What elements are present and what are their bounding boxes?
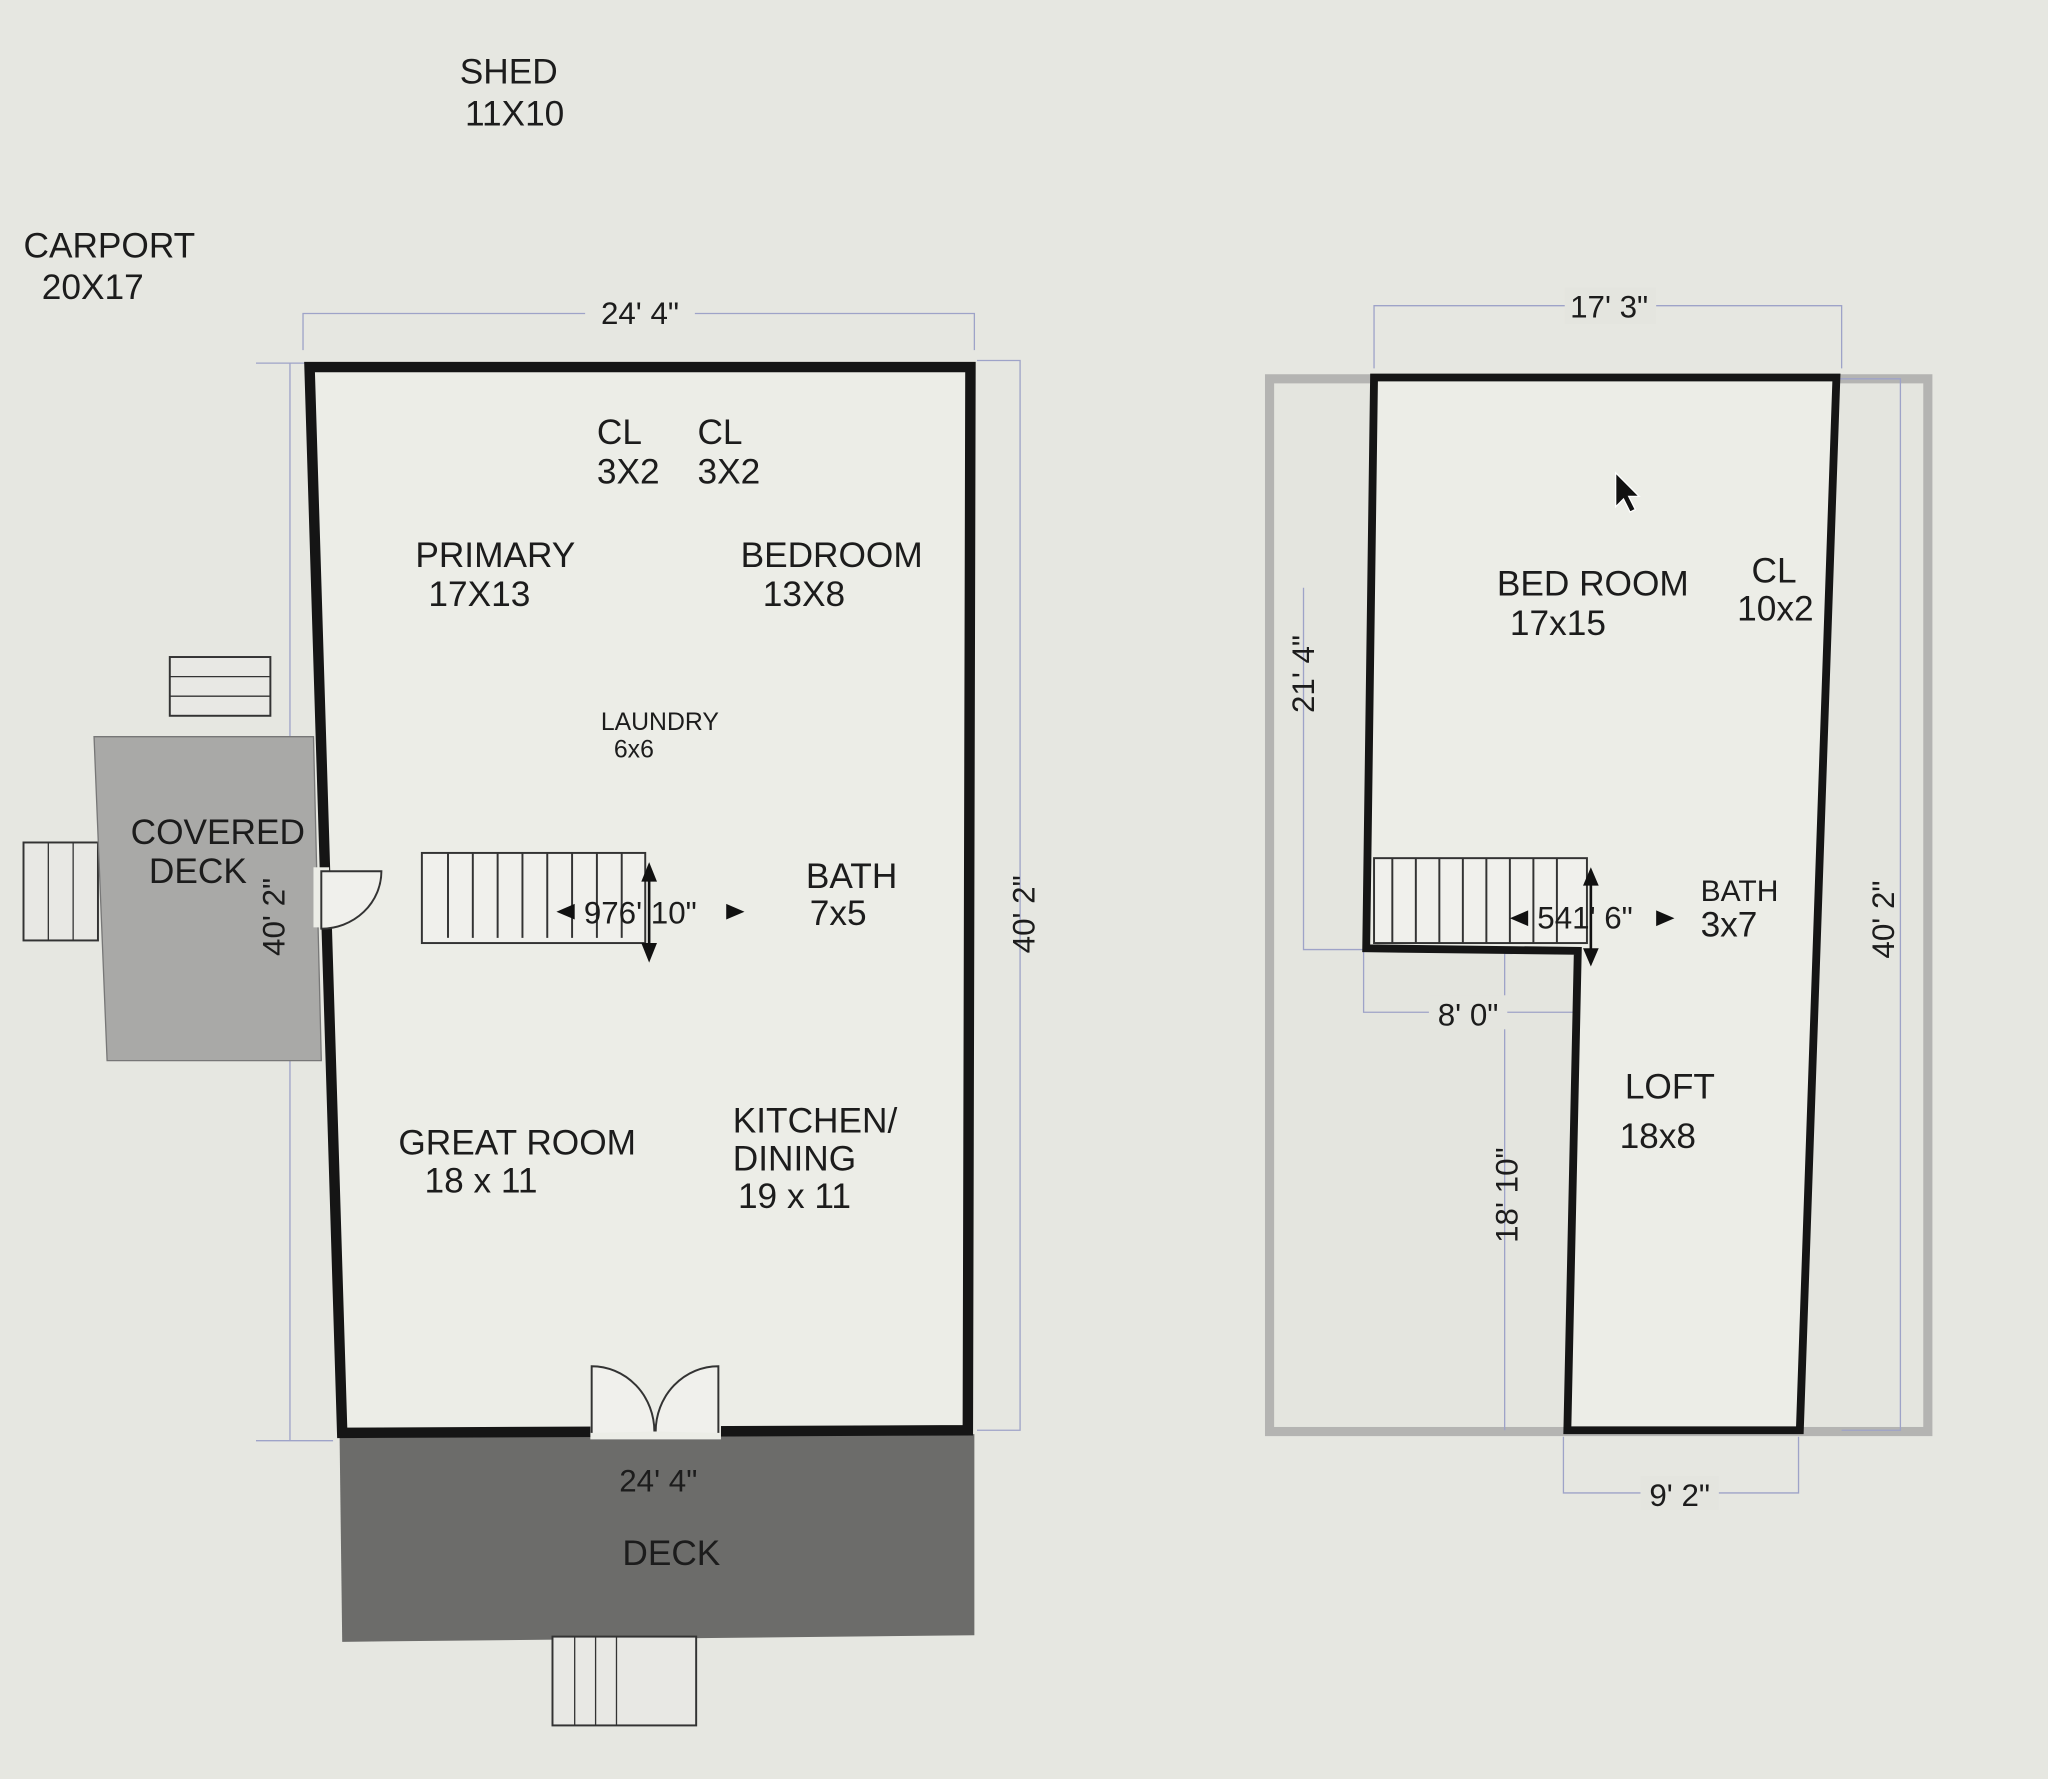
upper-step-dimension: 8' 0"	[1438, 997, 1499, 1032]
main-top-dimension: 24' 4"	[601, 296, 679, 331]
upper-floor-walls	[1362, 373, 1841, 1435]
bath-name: BATH	[806, 857, 897, 896]
carport-size: 20X17	[42, 268, 144, 307]
main-room-labels: CL 3X2 CL 3X2 PRIMARY 17X13 BEDROOM 13X8…	[398, 413, 922, 1216]
deck	[339, 1434, 975, 1642]
upper-bottom-dimension: 9' 2"	[1649, 1478, 1710, 1513]
shed-size: 11X10	[465, 94, 564, 133]
side-door[interactable]	[313, 867, 383, 930]
closet-2-name: CL	[697, 413, 742, 452]
kitchen-size: 19 x 11	[738, 1177, 851, 1216]
laundry-size: 6x6	[614, 737, 654, 764]
covered-deck-steps-left	[22, 841, 99, 942]
bed-room-size: 17x15	[1510, 604, 1606, 643]
upper-room-labels: BED ROOM 17x15 CL 10x2 BATH 3x7 LOFT 18x…	[1497, 552, 1814, 1157]
great-room-name: GREAT ROOM	[398, 1124, 636, 1163]
bath-size: 7x5	[810, 894, 867, 933]
bedroom-size: 13X8	[763, 575, 845, 614]
laundry-name: LAUNDRY	[601, 709, 719, 736]
loft-name: LOFT	[1625, 1067, 1715, 1106]
upper-top-dimension: 17' 3"	[1570, 289, 1648, 324]
main-stairs	[420, 851, 647, 945]
deck-width-dimension: 24' 4"	[619, 1464, 697, 1499]
closet-upper-name: CL	[1752, 552, 1797, 591]
covered-deck-label-1: COVERED	[131, 813, 305, 852]
closet-2-size: 3X2	[697, 452, 760, 491]
bed-room-name: BED ROOM	[1497, 565, 1689, 604]
loft-size: 18x8	[1620, 1117, 1696, 1156]
main-right-dimension: 40' 2"	[1006, 875, 1041, 953]
bedroom-name: BEDROOM	[741, 536, 923, 575]
shed-label: SHED 11X10	[460, 53, 565, 134]
main-stair-dimension: 976' 10"	[584, 895, 697, 930]
upper-stair-arrows	[1509, 867, 1675, 967]
upper-bath-name: BATH	[1701, 875, 1779, 908]
shed-name: SHED	[460, 53, 558, 92]
carport-label: CARPORT 20X17	[24, 226, 196, 307]
closet-1-name: CL	[597, 413, 642, 452]
carport-name: CARPORT	[24, 226, 196, 265]
closet-1-size: 3X2	[597, 452, 660, 491]
main-stair-arrows	[556, 862, 745, 963]
primary-size: 17X13	[428, 575, 530, 614]
mouse-cursor-icon	[1615, 471, 1641, 513]
covered-deck	[93, 736, 322, 1062]
upper-stairs	[1373, 857, 1588, 945]
upper-left-dimension: 21' 4"	[1286, 635, 1321, 713]
dining-name: DINING	[733, 1139, 856, 1178]
deck-label: DECK	[622, 1534, 720, 1573]
great-room-size: 18 x 11	[424, 1162, 537, 1201]
deck-steps	[551, 1635, 698, 1727]
covered-deck-label-2: DECK	[149, 852, 247, 891]
covered-deck-steps-top	[168, 656, 272, 717]
upper-stair-dimension: 541' 6"	[1537, 901, 1633, 936]
closet-upper-size: 10x2	[1737, 589, 1813, 628]
main-left-dimension: 40' 2"	[257, 878, 292, 956]
primary-name: PRIMARY	[415, 536, 575, 575]
upper-bath-size: 3x7	[1701, 906, 1758, 945]
kitchen-name: KITCHEN/	[733, 1101, 898, 1140]
front-double-door[interactable]	[590, 1365, 721, 1440]
upper-right-dimension: 40' 2"	[1866, 881, 1901, 959]
upper-lower-dimension: 18' 10"	[1490, 1147, 1525, 1243]
